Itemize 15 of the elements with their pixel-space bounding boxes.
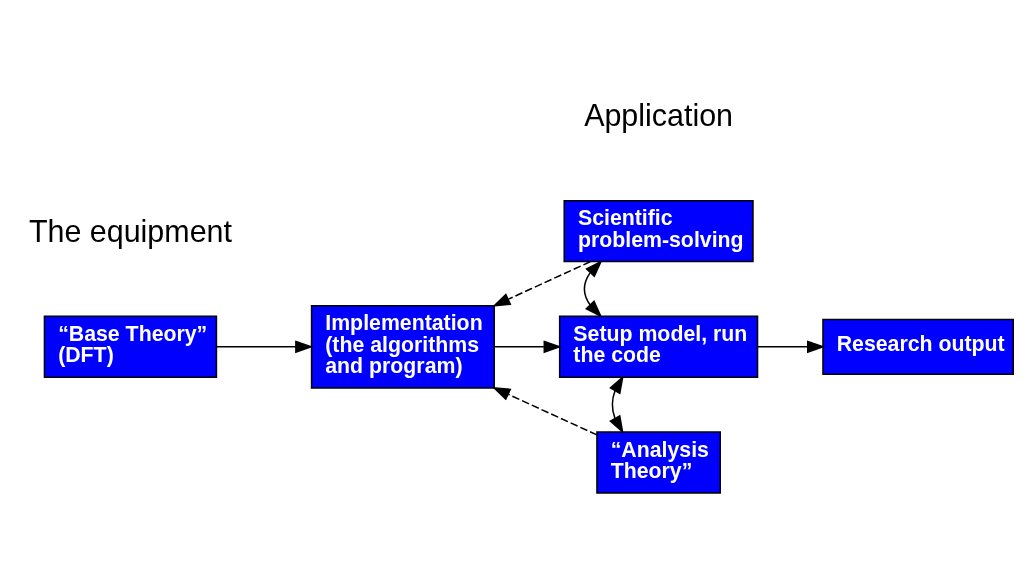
node-box: Setup model, run the code — [558, 315, 759, 378]
node-box: “Base Theory” (DFT) — [43, 315, 218, 378]
node-box: Scientific problem-solving — [563, 199, 754, 263]
arrow — [215, 340, 314, 354]
label: Application — [584, 98, 734, 133]
arrow — [757, 340, 826, 354]
node-box: Research output — [822, 318, 1014, 375]
arrow — [494, 340, 562, 354]
node-box: “Analysis Theory” — [596, 431, 721, 494]
node-box: Implementation (the algorithms and program) — [310, 304, 495, 389]
arrow — [609, 375, 624, 434]
arrow — [492, 260, 591, 307]
arrow — [492, 386, 598, 436]
arrow — [583, 260, 603, 318]
label: The equipment — [28, 213, 232, 248]
